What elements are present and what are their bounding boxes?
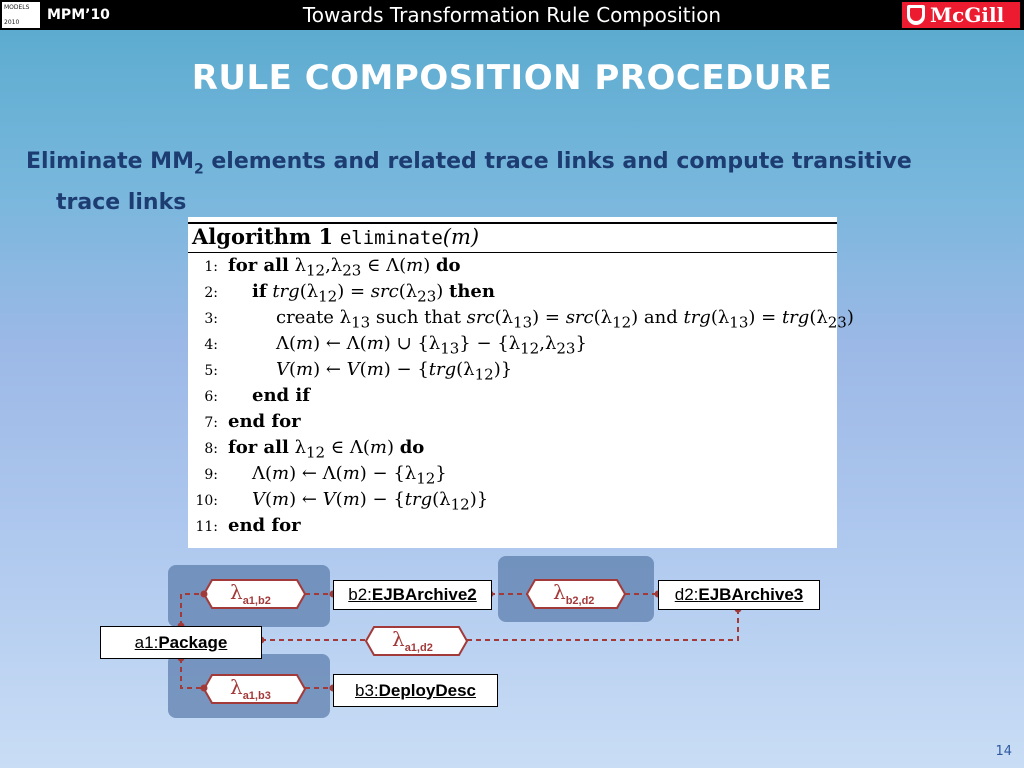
algorithm-line-number: 4:: [204, 337, 218, 353]
algorithm-line-code: if trg(λ12) = src(λ23) then: [252, 281, 495, 306]
node-b3-deploydesc: b3:DeployDesc: [333, 674, 498, 707]
algorithm-line-number: 10:: [195, 493, 218, 509]
lambda-a1b3-sub: a1,b3: [242, 690, 271, 702]
logo-line-top: MODELS: [4, 4, 30, 11]
lambda-b2d2-symbol: λ: [553, 580, 566, 604]
algorithm-line-code: end for: [228, 411, 301, 432]
algorithm-line-number: 6:: [204, 389, 218, 405]
algorithm-mid-rule: [188, 252, 837, 253]
node-d2-type: EJBArchive3: [698, 585, 804, 604]
edge-lambda-a1d2-to-d2: [467, 609, 739, 641]
models-2010-logo: MODELS 2010: [2, 2, 40, 28]
node-b3-type: DeployDesc: [378, 680, 476, 700]
edge-a1-to-lambda-a1b2: [180, 593, 204, 626]
mcgill-logo: McGill: [902, 2, 1020, 28]
node-a1-id: a1:: [134, 632, 159, 652]
lambda-a1b3-label: λa1,b3: [230, 675, 271, 702]
conference-name: MPM’10: [47, 7, 110, 23]
algorithm-line-code: for all λ12 ∈ Λ(m) do: [228, 437, 425, 462]
algorithm-line-number: 5:: [204, 363, 218, 379]
lambda-a1b2-label: λa1,b2: [230, 580, 271, 607]
algorithm-line-code: for all λ12,λ23 ∈ Λ(m) do: [228, 255, 461, 280]
lambda-a1d2-shape: [364, 626, 469, 656]
slide-title: RULE COMPOSITION PROCEDURE: [191, 58, 833, 98]
bullet-line2: trace links: [56, 190, 187, 216]
algorithm-line-number: 2:: [204, 285, 218, 301]
algorithm-line-code: end if: [252, 385, 310, 406]
shield-icon: [907, 5, 925, 25]
node-a1-package: a1:Package: [100, 626, 262, 659]
lambda-a1b3-symbol: λ: [230, 675, 243, 699]
node-d2-id: d2:: [674, 585, 699, 604]
algorithm-line-code: V(m) ← V(m) − {trg(λ12)}: [252, 489, 489, 514]
lambda-a1d2-sub: a1,d2: [404, 642, 433, 654]
mcgill-wordmark: McGill: [930, 3, 1005, 27]
lambda-a1d2-label: λa1,d2: [392, 627, 433, 654]
algorithm-line-code: Λ(m) ← Λ(m) − {λ12}: [252, 463, 447, 488]
algorithm-line-number: 3:: [204, 311, 218, 327]
algorithm-line-number: 9:: [204, 467, 218, 483]
bullet-text: Eliminate MM2 elements and related trace…: [26, 145, 986, 219]
node-d2-ejbarchive3: d2:EJBArchive3: [658, 580, 820, 610]
algorithm-line-code: Λ(m) ← Λ(m) ∪ {λ13} − {λ12,λ23}: [276, 333, 587, 358]
node-b2-type: EJBArchive2: [371, 585, 477, 604]
bullet-part1: Eliminate MM: [26, 149, 194, 174]
logo-line-bottom: 2010: [4, 19, 20, 26]
algorithm-line-number: 8:: [204, 441, 218, 457]
node-b3-id: b3:: [355, 680, 379, 700]
lambda-b2d2-label: λb2,d2: [553, 580, 594, 607]
algorithm-top-rule: [188, 222, 837, 224]
node-b2-id: b2:: [348, 585, 372, 604]
page-number: 14: [995, 744, 1012, 759]
node-a1-type: Package: [158, 632, 228, 652]
algorithm-line-code: end for: [228, 515, 301, 536]
algorithm-param: (m): [442, 225, 480, 249]
dot-lambda-a1b3-left: [200, 684, 208, 692]
header-bar: MODELS 2010 MPM’10 Towards Transformatio…: [0, 0, 1024, 30]
edge-a1-to-lambda-a1b3: [180, 658, 204, 689]
lambda-a1b2-symbol: λ: [230, 580, 243, 604]
algorithm-name: eliminate: [339, 227, 443, 249]
lambda-b2d2-shape: [525, 579, 627, 609]
algorithm-label: Algorithm 1: [192, 224, 334, 249]
algorithm-line-code: create λ13 such that src(λ13) = src(λ12)…: [276, 307, 854, 332]
bullet-part2: elements and related trace links and com…: [203, 149, 912, 174]
algorithm-line-number: 11:: [195, 519, 218, 535]
algorithm-line-code: V(m) ← V(m) − {trg(λ12)}: [276, 359, 513, 384]
lambda-a1b2-sub: a1,b2: [242, 595, 271, 607]
header-title: Towards Transformation Rule Composition: [302, 3, 722, 27]
lambda-b2d2-sub: b2,d2: [565, 595, 595, 607]
algorithm-heading: Algorithm 1 eliminate(m): [192, 224, 479, 249]
bullet-subscript: 2: [193, 161, 204, 178]
algorithm-box: Algorithm 1 eliminate(m) 1: for all λ12,λ…: [188, 217, 854, 548]
lambda-a1d2-symbol: λ: [392, 627, 405, 651]
algorithm-line-number: 7:: [204, 415, 218, 431]
dot-lambda-a1b2-left: [200, 590, 208, 598]
node-b2-ejbarchive2: b2:EJBArchive2: [333, 580, 492, 610]
algorithm-line-number: 1:: [204, 259, 218, 275]
